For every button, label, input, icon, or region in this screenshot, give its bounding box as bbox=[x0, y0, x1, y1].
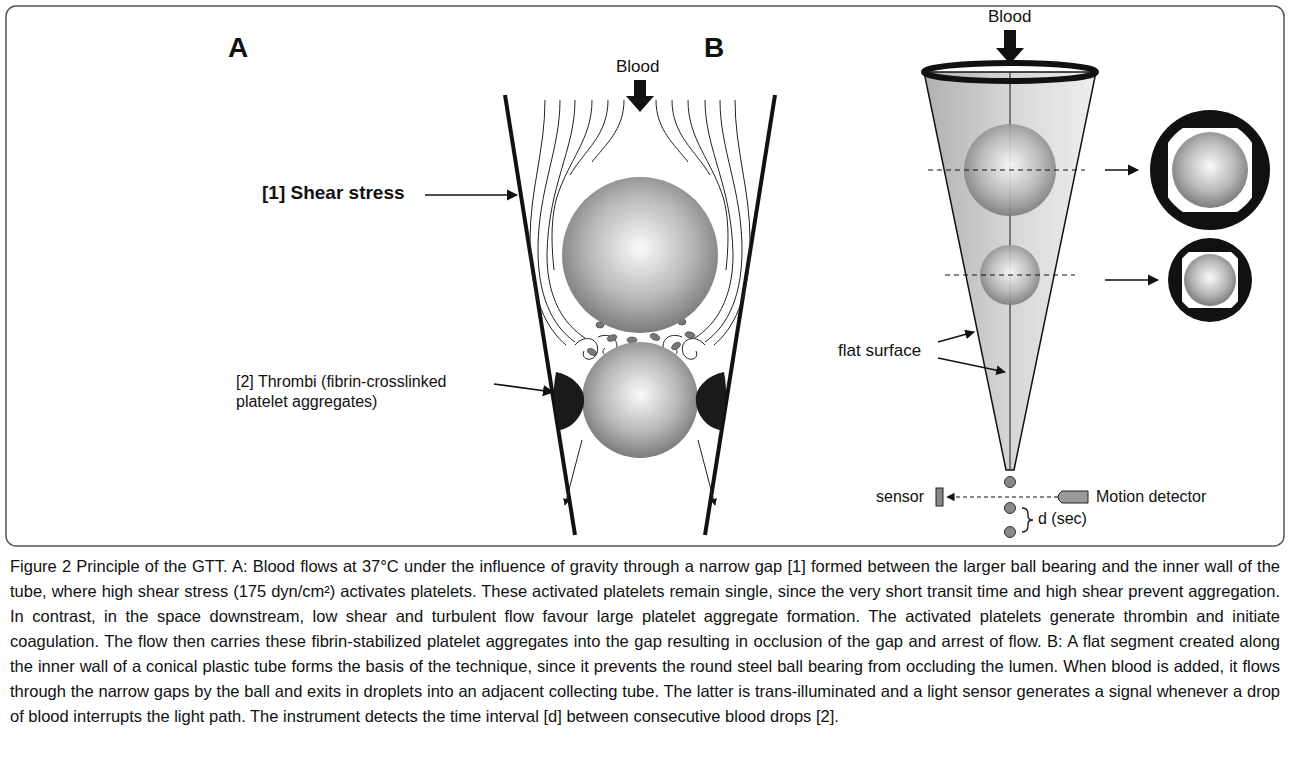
panel-a-tube bbox=[425, 80, 775, 535]
label: d (sec) bbox=[1038, 509, 1128, 529]
panel-letter: B bbox=[704, 30, 764, 65]
label: Blood bbox=[616, 56, 696, 77]
figure-caption: Figure 2 Principle of the GTT. A: Blood … bbox=[10, 554, 1280, 729]
label: Blood bbox=[988, 6, 1068, 27]
panel-letter: A bbox=[228, 30, 288, 65]
label: [2] Thrombi (fibrin-crosslinked platelet… bbox=[236, 372, 492, 412]
label: sensor bbox=[876, 487, 936, 507]
panel-b-cone bbox=[924, 30, 1270, 538]
label: flat surface bbox=[838, 340, 938, 361]
figure-frame bbox=[6, 6, 1284, 546]
label: [1] Shear stress bbox=[262, 181, 422, 205]
label: Motion detector bbox=[1096, 487, 1276, 507]
